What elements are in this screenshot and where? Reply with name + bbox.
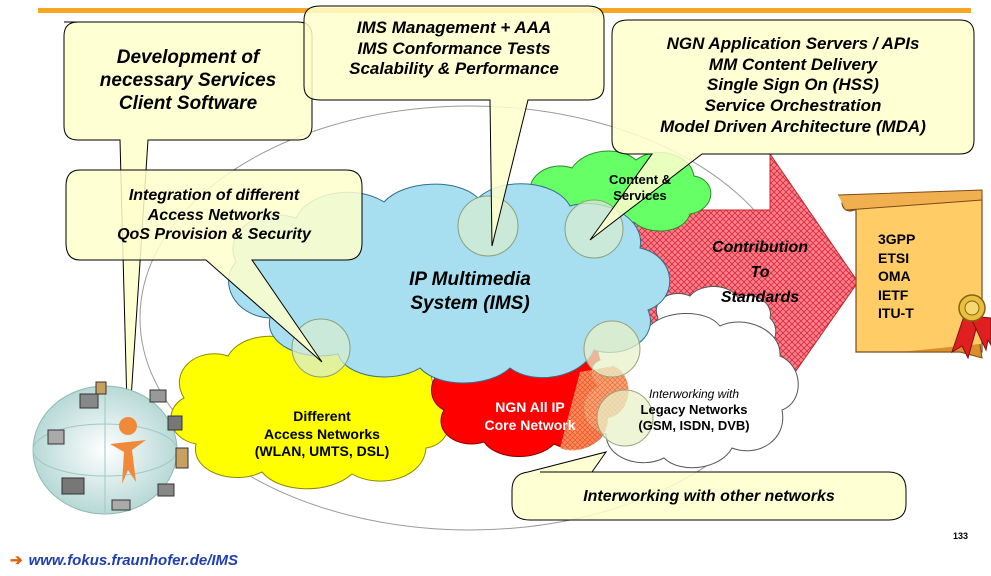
callout-integration-text: Integration of different Access Networks… xyxy=(66,186,362,245)
seal-icon xyxy=(951,294,991,360)
content-line-2: Services xyxy=(613,188,667,204)
contribution-label: Contribution To Standards xyxy=(690,236,830,310)
footer-link[interactable]: ➔ www.fokus.fraunhofer.de/IMS xyxy=(10,551,238,569)
touchpoint-legacy xyxy=(596,389,654,447)
standard-oma: OMA xyxy=(878,268,911,285)
touchpoint-access xyxy=(291,318,351,378)
core-line-1: NGN All IP xyxy=(495,399,565,415)
ims-management-line-2: IMS Conformance Tests xyxy=(357,38,551,58)
ngn-line-4: Service Orchestration xyxy=(704,96,882,116)
users-globe-icon xyxy=(32,381,189,515)
callout-ims-management xyxy=(303,5,605,247)
development-line-2: necessary Services xyxy=(99,70,277,92)
ims-management-line-3: Scalability & Performance xyxy=(349,59,559,79)
callout-integration xyxy=(65,169,363,363)
callout-interworking-other xyxy=(511,451,907,521)
ims-cloud-label: IP Multimedia System (IMS) xyxy=(360,268,580,316)
standard-ietf: IETF xyxy=(878,286,909,303)
legacy-line-1: Legacy Networks xyxy=(640,402,748,417)
standard-itu-t: ITU-T xyxy=(878,305,914,322)
ngn-line-3: Single Sign On (HSS) xyxy=(707,75,879,95)
content-line-1: Content & xyxy=(608,172,672,187)
standard-etsi: ETSI xyxy=(878,249,910,266)
overlap-hatch xyxy=(560,366,629,451)
footer-url[interactable]: www.fokus.fraunhofer.de/IMS xyxy=(28,552,239,569)
contribution-line-1: Contribution xyxy=(712,239,808,256)
integration-line-3: QoS Provision & Security xyxy=(117,226,311,244)
callout-ngn-application xyxy=(589,19,975,241)
development-line-3: Client Software xyxy=(118,93,258,115)
access-line-1: Different xyxy=(293,408,351,424)
ims-line-1: IP Multimedia xyxy=(409,269,531,290)
access-line-3: (WLAN, UMTS, DSL) xyxy=(254,443,390,459)
ngn-line-5: Model Driven Architecture (MDA) xyxy=(660,116,926,136)
callout-ims-management-text: IMS Management + AAA IMS Conformance Tes… xyxy=(304,18,604,80)
standards-scroll xyxy=(837,189,983,359)
access-cloud-label: Different Access Networks (WLAN, UMTS, D… xyxy=(222,408,422,461)
contribution-line-3: Standards xyxy=(720,288,800,306)
arrow-right-icon: ➔ xyxy=(10,552,23,569)
touchpoint-ims-mgmt xyxy=(457,195,519,257)
core-line-2: Core Network xyxy=(484,416,576,433)
legacy-cloud-label: Interworking with Legacy Networks (GSM, … xyxy=(604,387,784,435)
standard-3gpp: 3GPP xyxy=(878,231,916,247)
touchpoint-core xyxy=(583,320,641,378)
standards-list: 3GPP ETSI OMA IETF ITU-T xyxy=(878,230,938,323)
callout-interworking-other-text: Interworking with other networks xyxy=(512,487,906,507)
contribution-line-2: To xyxy=(750,263,770,281)
access-line-2: Access Networks xyxy=(264,425,380,442)
interworking-other-label: Interworking with other networks xyxy=(583,488,835,505)
development-line-1: Development of xyxy=(116,47,260,68)
integration-line-2: Access Networks xyxy=(147,206,281,224)
ims-line-2: System (IMS) xyxy=(410,292,530,314)
content-cloud-label: Content & Services xyxy=(590,172,690,205)
ngn-line-2: MM Content Delivery xyxy=(708,54,878,74)
legacy-intro: Interworking with xyxy=(648,387,740,401)
callout-ngn-application-text: NGN Application Servers / APIs MM Conten… xyxy=(612,34,974,138)
ims-management-line-1: IMS Management + AAA xyxy=(356,18,552,37)
core-cloud-label: NGN All IP Core Network xyxy=(460,399,600,434)
ngn-line-1: NGN Application Servers / APIs xyxy=(666,34,920,53)
integration-line-1: Integration of different xyxy=(128,187,300,204)
page-number: 133 xyxy=(953,531,969,541)
legacy-line-2: (GSM, ISDN, DVB) xyxy=(638,418,750,434)
callout-development-text: Development of necessary Services Client… xyxy=(64,46,312,116)
